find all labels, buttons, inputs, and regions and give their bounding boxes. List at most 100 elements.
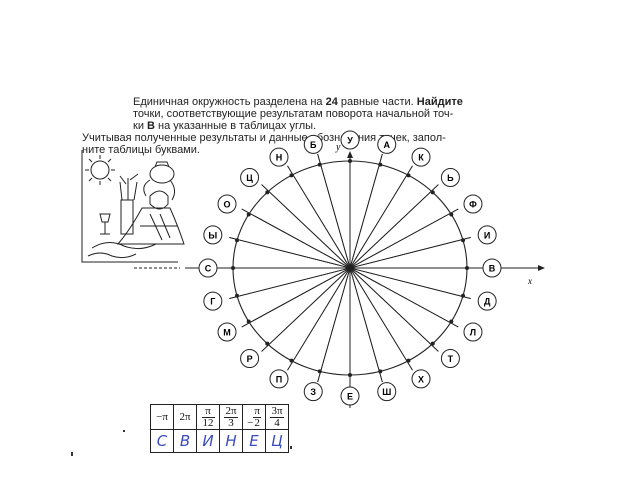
point-label-ring bbox=[411, 147, 431, 167]
answer-cell[interactable]: Е bbox=[242, 429, 266, 453]
point-label-letter: Л bbox=[470, 328, 476, 338]
answer-cell[interactable]: Ц bbox=[265, 429, 289, 453]
point-label-letter: В bbox=[489, 264, 496, 274]
point-label-ring bbox=[303, 382, 323, 402]
point-label: И bbox=[477, 225, 497, 245]
point-label: П bbox=[269, 369, 289, 389]
y-axis-label: y bbox=[335, 142, 341, 153]
handwritten-answer: И bbox=[202, 432, 214, 450]
point-label-ring bbox=[440, 349, 460, 369]
division-point bbox=[449, 319, 454, 324]
division-point bbox=[234, 238, 239, 243]
point-label: Т bbox=[440, 349, 460, 369]
task-line-3: ки В на указанные в таблицах углы. bbox=[133, 120, 316, 132]
answer-cell[interactable]: С bbox=[150, 429, 174, 453]
point-label-letter: Е bbox=[347, 392, 353, 402]
division-point bbox=[317, 369, 322, 374]
point-label-ring bbox=[217, 322, 237, 342]
point-label-ring bbox=[340, 130, 360, 150]
point-label-ring bbox=[477, 291, 497, 311]
point-label: Ш bbox=[377, 382, 397, 402]
handwritten-answer: Н bbox=[225, 432, 237, 450]
division-point bbox=[234, 293, 239, 298]
division-point bbox=[465, 266, 469, 270]
division-point bbox=[246, 319, 251, 324]
handwritten-answer: Ц bbox=[271, 432, 283, 450]
point-label-ring bbox=[463, 194, 483, 214]
fraction-denominator: 4 bbox=[274, 416, 280, 429]
point-label-letter: Ц bbox=[246, 173, 253, 183]
division-point bbox=[449, 212, 454, 217]
point-label-letter: И bbox=[484, 230, 490, 240]
point-label: Х bbox=[411, 369, 431, 389]
point-label-letter: Б bbox=[310, 140, 317, 150]
division-point bbox=[348, 159, 352, 163]
point-label-letter: У bbox=[347, 136, 353, 146]
fraction-denominator: 12 bbox=[202, 416, 214, 429]
task-text-bold: 24 bbox=[325, 96, 338, 108]
point-label-ring bbox=[482, 258, 502, 278]
answer-cell[interactable]: И bbox=[196, 429, 220, 453]
point-label: Р bbox=[240, 349, 260, 369]
fraction-numerator: 2π bbox=[224, 404, 238, 418]
x-axis-arrow bbox=[538, 265, 545, 271]
point-label-letter: А bbox=[384, 140, 391, 150]
point-label: Ь bbox=[440, 167, 460, 187]
point-label: Ц bbox=[240, 167, 260, 187]
task-text: Единичная окружность разделена на bbox=[133, 96, 326, 108]
point-label-letter: Ь bbox=[447, 173, 454, 183]
task-text: ки bbox=[133, 120, 148, 132]
point-label: З bbox=[303, 382, 323, 402]
point-label-ring bbox=[269, 147, 289, 167]
task-text: равные части. bbox=[337, 96, 417, 108]
division-point bbox=[378, 369, 383, 374]
point-label: Ы bbox=[203, 225, 223, 245]
point-label-letter: Х bbox=[418, 374, 424, 384]
point-label: Г bbox=[203, 291, 223, 311]
division-point bbox=[265, 341, 270, 346]
x-axis-label: x bbox=[527, 276, 532, 286]
division-point bbox=[317, 162, 322, 167]
scan-speck bbox=[71, 452, 73, 456]
point-label: Е bbox=[340, 386, 360, 406]
division-point bbox=[231, 266, 235, 270]
task-text: на указанные в таблицах углы. bbox=[154, 120, 317, 132]
y-axis-arrow bbox=[347, 151, 353, 158]
division-points bbox=[231, 159, 469, 377]
point-label: Ф bbox=[463, 194, 483, 214]
fraction-denominator: 2 bbox=[254, 416, 260, 429]
point-label-letter: Ш bbox=[382, 387, 391, 397]
point-label-letter: М bbox=[223, 328, 231, 338]
woman-with-water-jug-illustration bbox=[81, 150, 185, 263]
division-point bbox=[461, 293, 466, 298]
answer-cell[interactable]: Н bbox=[219, 429, 243, 453]
point-label-ring bbox=[463, 322, 483, 342]
handwritten-answer: С bbox=[156, 432, 168, 450]
point-label-letter: Д bbox=[484, 297, 491, 307]
division-point bbox=[430, 341, 435, 346]
point-label: У bbox=[340, 130, 360, 150]
point-label-ring bbox=[240, 349, 260, 369]
angle-cell: −π bbox=[150, 404, 174, 430]
point-label: Л bbox=[463, 322, 483, 342]
point-label: А bbox=[377, 134, 397, 154]
point-label: Д bbox=[477, 291, 497, 311]
answer-cell[interactable]: В bbox=[173, 429, 197, 453]
point-label: К bbox=[411, 147, 431, 167]
division-point bbox=[406, 358, 411, 363]
point-label: С bbox=[198, 258, 218, 278]
point-label-letter: П bbox=[276, 374, 282, 384]
division-point bbox=[430, 190, 435, 195]
division-point bbox=[289, 173, 294, 178]
task-text-bold: Найдите bbox=[416, 96, 463, 108]
fraction-numerator: 3π bbox=[270, 404, 284, 418]
point-label-letter: К bbox=[418, 153, 424, 163]
division-point bbox=[406, 173, 411, 178]
